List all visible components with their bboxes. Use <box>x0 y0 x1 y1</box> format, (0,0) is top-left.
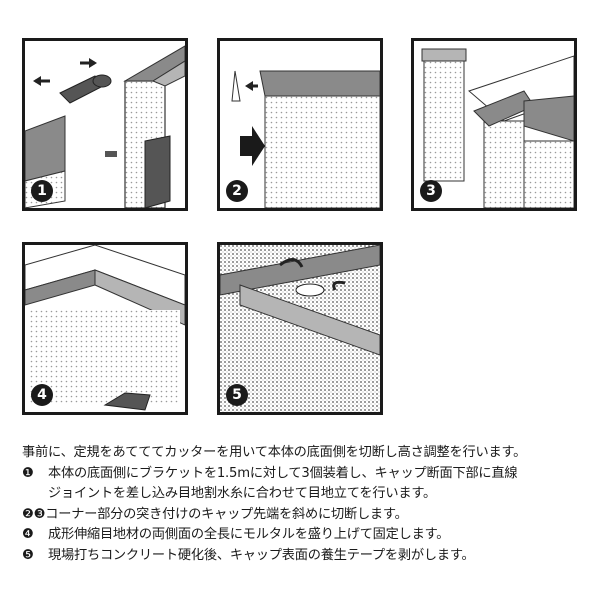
step-2-badge: 2 <box>226 180 248 202</box>
step-3-badge: 3 <box>420 180 442 202</box>
step-5-panel: 5 <box>217 242 383 415</box>
step-23-marker: ❷❸ <box>22 506 46 522</box>
step-1-line: ❶ 本体の底面側にブラケットを1.5mに対して3個装着し、キャップ断面下部に直線 <box>22 464 582 485</box>
step-3-illustration <box>421 48 574 208</box>
step-5-badge: 5 <box>226 384 248 406</box>
intro-line: 事前に、定規をあてててカッターを用いて本体の底面側を切断し高さ調整を行います。 <box>22 445 527 460</box>
step-1-marker: ❶ <box>22 465 34 481</box>
step-1-text: 本体の底面側にブラケットを1.5mに対して3個装着し、キャップ断面下部に直線 <box>48 465 518 481</box>
step-4-illustration <box>25 245 185 411</box>
step-4-marker: ❹ <box>22 527 34 542</box>
step-5-text: 現場打ちコンクリート硬化後、キャップ表面の養生テープを剥がします。 <box>48 547 475 563</box>
step-4-line: ❹ 成形伸縮目地材の両側面の全長にモルタルを盛り上げて固定します。 <box>22 525 582 546</box>
step-23-line: ❷❸コーナー部分の突き付けのキャップ先端を斜めに切断します。 <box>22 505 582 526</box>
step-23-text: コーナー部分の突き付けのキャップ先端を斜めに切断します。 <box>45 506 408 522</box>
step-2-illustration <box>231 70 380 208</box>
step-5-illustration <box>220 245 380 412</box>
step-3-panel: 3 <box>411 38 577 211</box>
step-1-text-continued: ジョイントを差し込み目地割水糸に合わせて目地立てを行います。 <box>48 486 437 501</box>
step-5-marker: ❺ <box>22 547 34 563</box>
step-4-text: 成形伸縮目地材の両側面の全長にモルタルを盛り上げて固定します。 <box>48 527 450 542</box>
step-4-badge: 4 <box>31 384 53 406</box>
step-1-badge: 1 <box>31 180 53 202</box>
step-4-panel: 4 <box>22 242 188 415</box>
step-2-panel: 2 <box>217 38 383 211</box>
instructions-text: 事前に、定規をあてててカッターを用いて本体の底面側を切断し高さ調整を行います。 … <box>22 443 582 566</box>
step-5-line: ❺ 現場打ちコンクリート硬化後、キャップ表面の養生テープを剥がします。 <box>22 546 582 567</box>
step-1-panel: 1 <box>22 38 188 211</box>
